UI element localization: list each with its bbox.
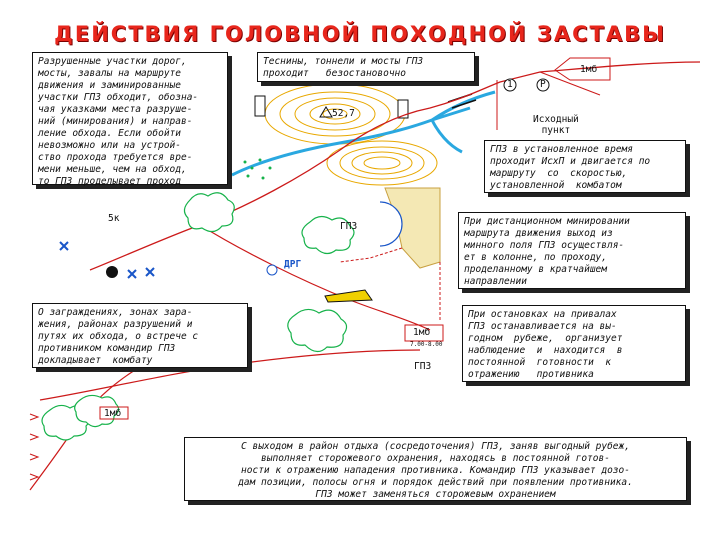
drg-label: ДРГ [284,259,301,270]
black-mine-icon [106,266,118,278]
start-point-label: Исходный пункт [533,114,579,136]
note-rest-area: С выходом в район отдыха (сосредоточения… [184,437,687,501]
unit-1mb-mid-label: 1мб [413,327,430,338]
unit-1mb-top-label: 1мб [580,64,597,75]
marker-1-label: 1 [507,79,513,90]
drg-icon [267,265,277,275]
elevation-label: 52,7 [332,108,355,119]
marker-p-label: Р [540,79,546,90]
unit-1mb-mid-time: 7.00-8.00 [410,341,443,348]
note-obstacles: Разрушенные участки дорог, мосты, завалы… [32,52,228,185]
note-tunnels: Теснины, тоннели и мосты ГПЗ проходит бе… [257,52,475,82]
vehicle-icon [325,290,372,302]
note-remote-mining: При дистанционном минировании маршрута д… [458,212,686,289]
note-barriers: О заграждениях, зонах зара- жения, район… [32,303,248,368]
note-start-time: ГПЗ в установленное время проходит ИсхП … [484,140,686,193]
river [232,92,495,175]
unit-1mb-left-label: 1мб [104,408,121,419]
flag-marker-icon [30,414,38,480]
note-halts: При остановках на привалах ГПЗ останавли… [462,305,686,382]
elevation-marker-icon [320,107,332,117]
gpz-top-label: ГПЗ [340,221,357,232]
gpz-bottom-label: ГПЗ [414,361,431,372]
marker-3km-label: 5к [108,213,119,224]
